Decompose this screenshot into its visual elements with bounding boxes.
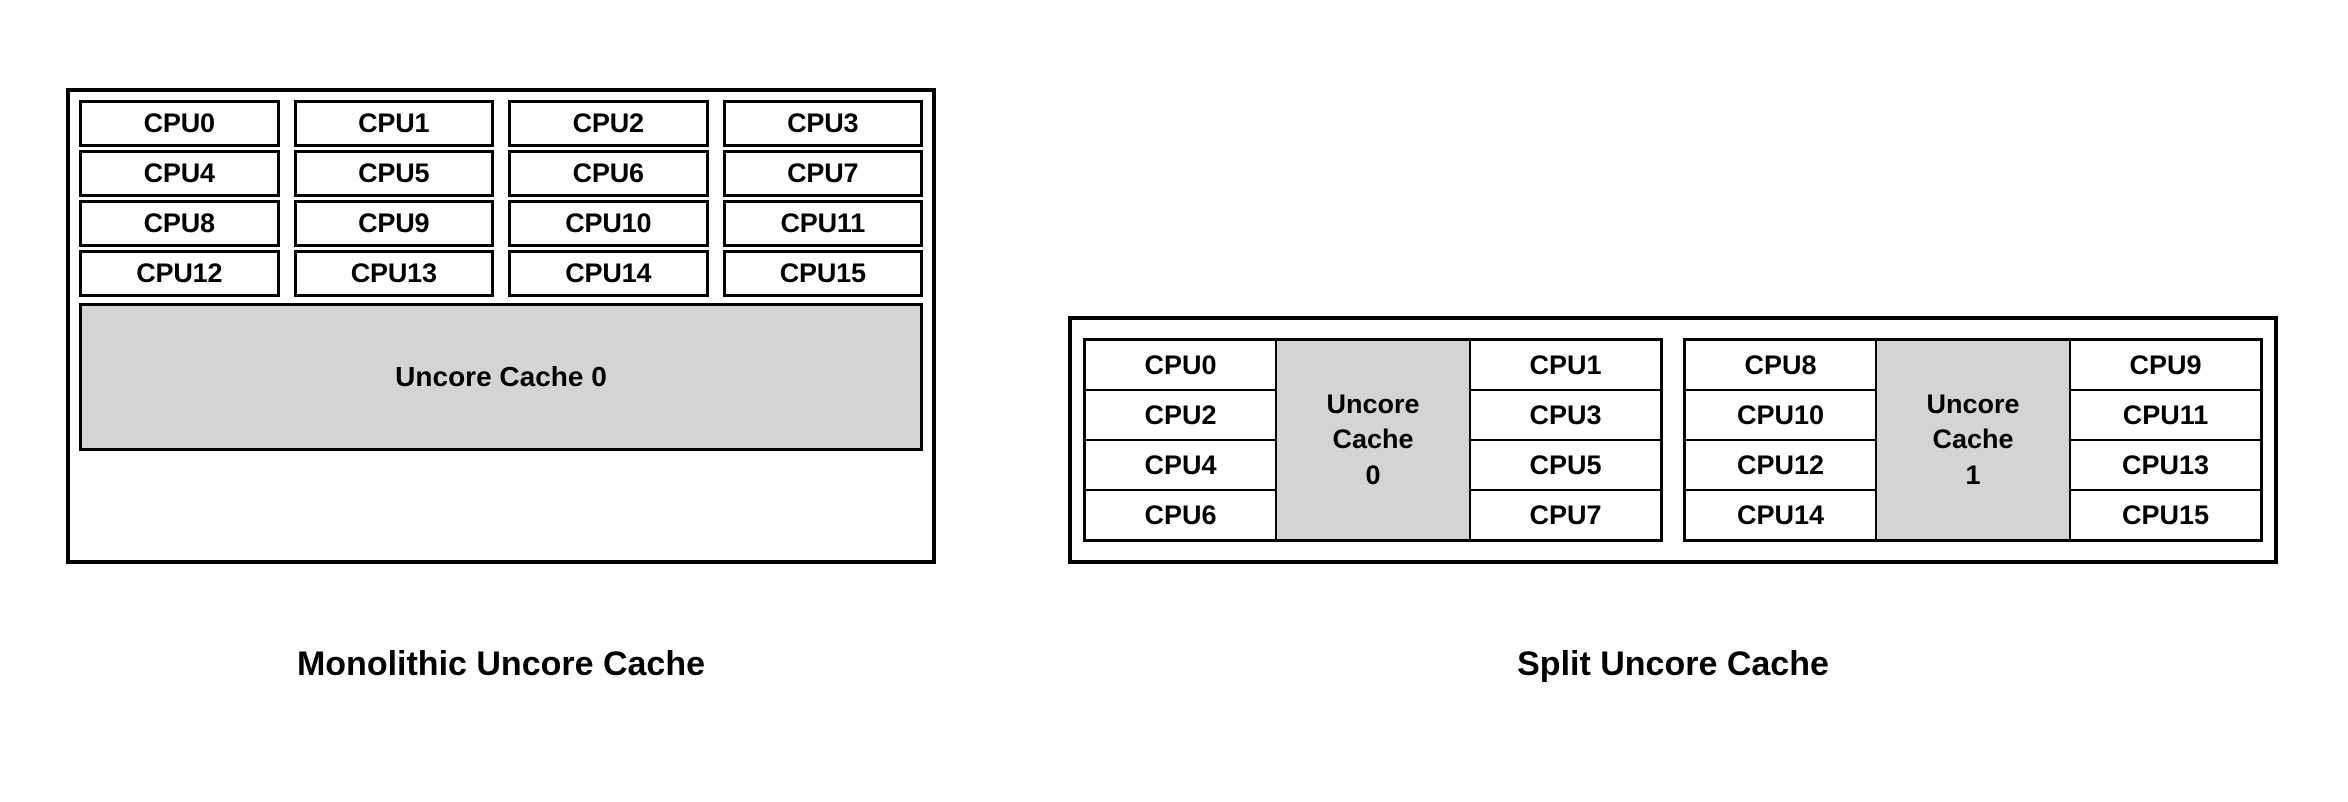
cluster-1-right-column: CPU9 CPU11 CPU13 CPU15 <box>2071 341 2260 539</box>
uncore-cache-1-line3: 1 <box>1965 459 1981 490</box>
cluster-0: CPU0 CPU2 CPU4 CPU6 Uncore Cache 0 CPU1 … <box>1083 338 1663 542</box>
uncore-cache-0-line3: 0 <box>1365 459 1381 490</box>
cpu-box-14: CPU14 <box>508 250 709 297</box>
uncore-cache-0-block: Uncore Cache 0 <box>79 303 923 451</box>
cpu-box-7: CPU7 <box>722 150 923 197</box>
cluster-1: CPU8 CPU10 CPU12 CPU14 Uncore Cache 1 CP… <box>1683 338 2263 542</box>
cpu-cell-13: CPU13 <box>2071 440 2260 490</box>
cpu-box-5: CPU5 <box>293 150 494 197</box>
cpu-cell-3: CPU3 <box>1471 390 1660 440</box>
uncore-cache-0-line2: Cache <box>1332 424 1414 455</box>
split-inner-area: CPU0 CPU2 CPU4 CPU6 Uncore Cache 0 CPU1 … <box>1083 338 2263 542</box>
caption-monolithic-uncore-cache: Monolithic Uncore Cache <box>296 645 706 683</box>
uncore-cache-1-line2: Cache <box>1932 424 2014 455</box>
cpu-box-4: CPU4 <box>79 150 280 197</box>
cpu-box-2: CPU2 <box>508 100 709 147</box>
cpu-cell-15: CPU15 <box>2071 490 2260 539</box>
monolithic-uncore-cache-diagram: CPU0 CPU1 CPU2 CPU3 CPU4 CPU5 CPU6 CPU7 … <box>66 88 936 564</box>
cpu-cell-9: CPU9 <box>2071 341 2260 390</box>
cluster-0-left-column: CPU0 CPU2 CPU4 CPU6 <box>1086 341 1275 539</box>
cpu-cell-10: CPU10 <box>1686 390 1875 440</box>
uncore-cache-1-block-split: Uncore Cache 1 <box>1875 341 2071 539</box>
monolithic-cpu-grid: CPU0 CPU1 CPU2 CPU3 CPU4 CPU5 CPU6 CPU7 … <box>79 100 923 297</box>
cpu-box-8: CPU8 <box>79 200 280 247</box>
split-uncore-cache-diagram: CPU0 CPU2 CPU4 CPU6 Uncore Cache 0 CPU1 … <box>1068 316 2278 564</box>
cpu-box-1: CPU1 <box>293 100 494 147</box>
cluster-1-left-column: CPU8 CPU10 CPU12 CPU14 <box>1686 341 1875 539</box>
cpu-cell-12: CPU12 <box>1686 440 1875 490</box>
cpu-cell-7: CPU7 <box>1471 490 1660 539</box>
cpu-cell-5: CPU5 <box>1471 440 1660 490</box>
cpu-cell-11: CPU11 <box>2071 390 2260 440</box>
cpu-box-10: CPU10 <box>508 200 709 247</box>
cpu-cell-0: CPU0 <box>1086 341 1275 390</box>
cpu-box-3: CPU3 <box>722 100 923 147</box>
cpu-box-6: CPU6 <box>508 150 709 197</box>
uncore-cache-0-line1: Uncore <box>1326 388 1420 419</box>
cpu-cell-6: CPU6 <box>1086 490 1275 539</box>
cpu-cell-14: CPU14 <box>1686 490 1875 539</box>
cpu-box-11: CPU11 <box>722 200 923 247</box>
cpu-box-9: CPU9 <box>293 200 494 247</box>
caption-split-uncore-cache: Split Uncore Cache <box>1517 645 1829 683</box>
cluster-0-right-column: CPU1 CPU3 CPU5 CPU7 <box>1471 341 1660 539</box>
cpu-box-12: CPU12 <box>79 250 280 297</box>
cpu-cell-1: CPU1 <box>1471 341 1660 390</box>
cpu-box-15: CPU15 <box>722 250 923 297</box>
monolithic-inner-area: CPU0 CPU1 CPU2 CPU3 CPU4 CPU5 CPU6 CPU7 … <box>79 100 923 552</box>
cpu-cell-4: CPU4 <box>1086 440 1275 490</box>
uncore-cache-0-block-split: Uncore Cache 0 <box>1275 341 1471 539</box>
cpu-box-13: CPU13 <box>293 250 494 297</box>
cpu-cell-8: CPU8 <box>1686 341 1875 390</box>
uncore-cache-1-line1: Uncore <box>1926 388 2020 419</box>
cpu-box-0: CPU0 <box>79 100 280 147</box>
cpu-cell-2: CPU2 <box>1086 390 1275 440</box>
